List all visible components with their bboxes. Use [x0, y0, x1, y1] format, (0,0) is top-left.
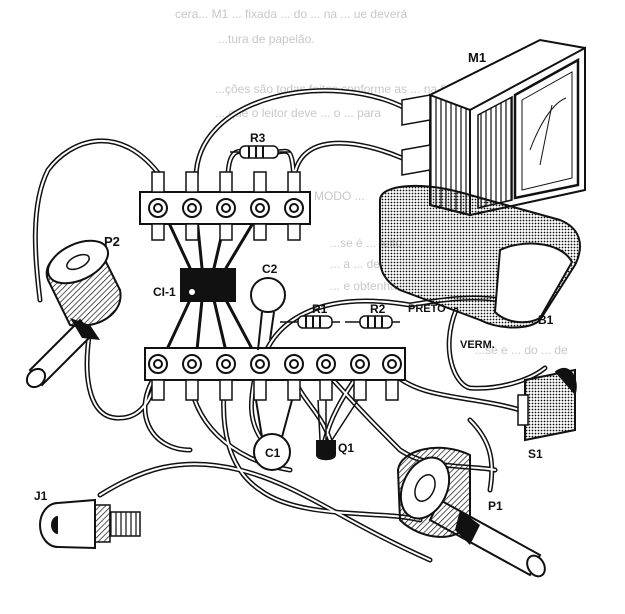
- label-j1: J1: [34, 489, 48, 503]
- terminal-strip-lower: [144, 347, 406, 401]
- label-q1: Q1: [338, 441, 354, 455]
- background-text-line: ...tura de papelão.: [218, 32, 315, 46]
- label-m1: M1: [468, 50, 486, 65]
- label-r1: R1: [312, 302, 328, 316]
- label-ci1: CI-1: [153, 285, 176, 299]
- background-text-line: cera... M1 ... fixada ... do ... na ... …: [175, 7, 407, 21]
- label-r2: R2: [370, 302, 386, 316]
- background-text-line: ... e obtenha: [330, 279, 397, 293]
- label-s1: S1: [528, 447, 543, 461]
- capacitor-c1: [253, 399, 293, 471]
- label-preto: PRETO: [408, 303, 446, 315]
- background-text: cera... M1 ... fixada ... do ... na ... …: [175, 7, 568, 357]
- background-text-line: ...se e ... do ... de: [475, 343, 568, 357]
- jack-j1: [39, 498, 141, 550]
- meter-m1: [401, 38, 586, 217]
- label-p1: P1: [488, 499, 503, 513]
- resistor-r3: [230, 145, 290, 159]
- label-r3: R3: [250, 131, 266, 145]
- transistor-q1: [316, 399, 359, 461]
- terminal-strip-upper: [139, 171, 311, 241]
- component-labels: M1 R3 P2 C2 CI-1 R1 R2 PRETO B1 VERM. S1…: [34, 50, 554, 513]
- label-c1: C1: [265, 446, 281, 460]
- label-verm: VERM.: [460, 339, 495, 351]
- background-text-line: ... a ... de: [330, 257, 380, 271]
- label-b1: B1: [538, 313, 554, 327]
- label-p2: P2: [104, 234, 120, 249]
- ic-ci1: [180, 268, 236, 302]
- resistor-r1: [280, 315, 340, 329]
- background-text-line: MODO ...: [314, 189, 365, 203]
- label-c2: C2: [262, 262, 278, 276]
- capacitor-c2: [250, 277, 286, 351]
- switch-s1: [517, 367, 577, 442]
- potentiometer-p2: [25, 239, 122, 389]
- battery-b1: [379, 185, 581, 329]
- potentiometer-p1: [396, 446, 546, 578]
- background-text-line: ... que o leitor deve ... o ... para: [215, 106, 381, 120]
- resistor-r2: [345, 315, 400, 329]
